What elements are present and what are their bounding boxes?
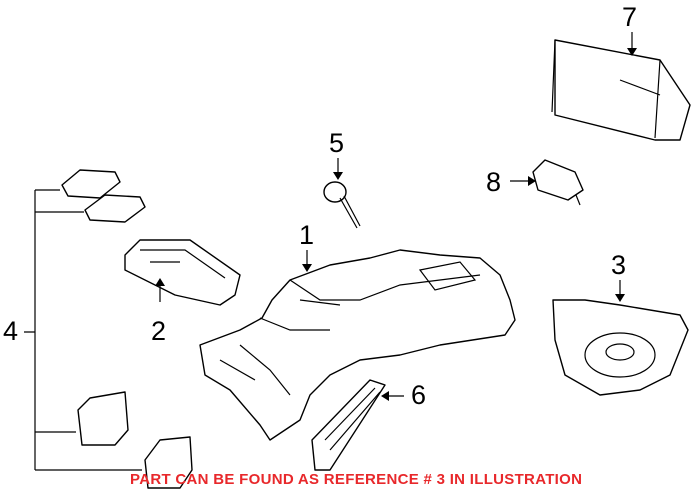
part-4-vents <box>24 169 193 489</box>
callout-4: 4 <box>3 316 19 346</box>
part-5-actuator <box>323 158 361 229</box>
part-6-filter <box>311 379 404 471</box>
callout-7: 7 <box>622 2 638 32</box>
reference-note: PART CAN BE FOUND AS REFERENCE # 3 IN IL… <box>130 471 583 488</box>
callout-8: 8 <box>486 167 502 197</box>
part-8-sensor <box>510 159 584 206</box>
callout-6: 6 <box>411 380 427 410</box>
callout-2: 2 <box>151 316 167 346</box>
part-7-control-unit <box>551 32 691 141</box>
callout-3: 3 <box>611 250 627 280</box>
part-2-duct <box>124 239 241 306</box>
part-1-housing <box>199 249 516 441</box>
part-3-blower <box>552 280 689 396</box>
callout-1: 1 <box>299 220 315 250</box>
callout-5: 5 <box>329 128 345 158</box>
